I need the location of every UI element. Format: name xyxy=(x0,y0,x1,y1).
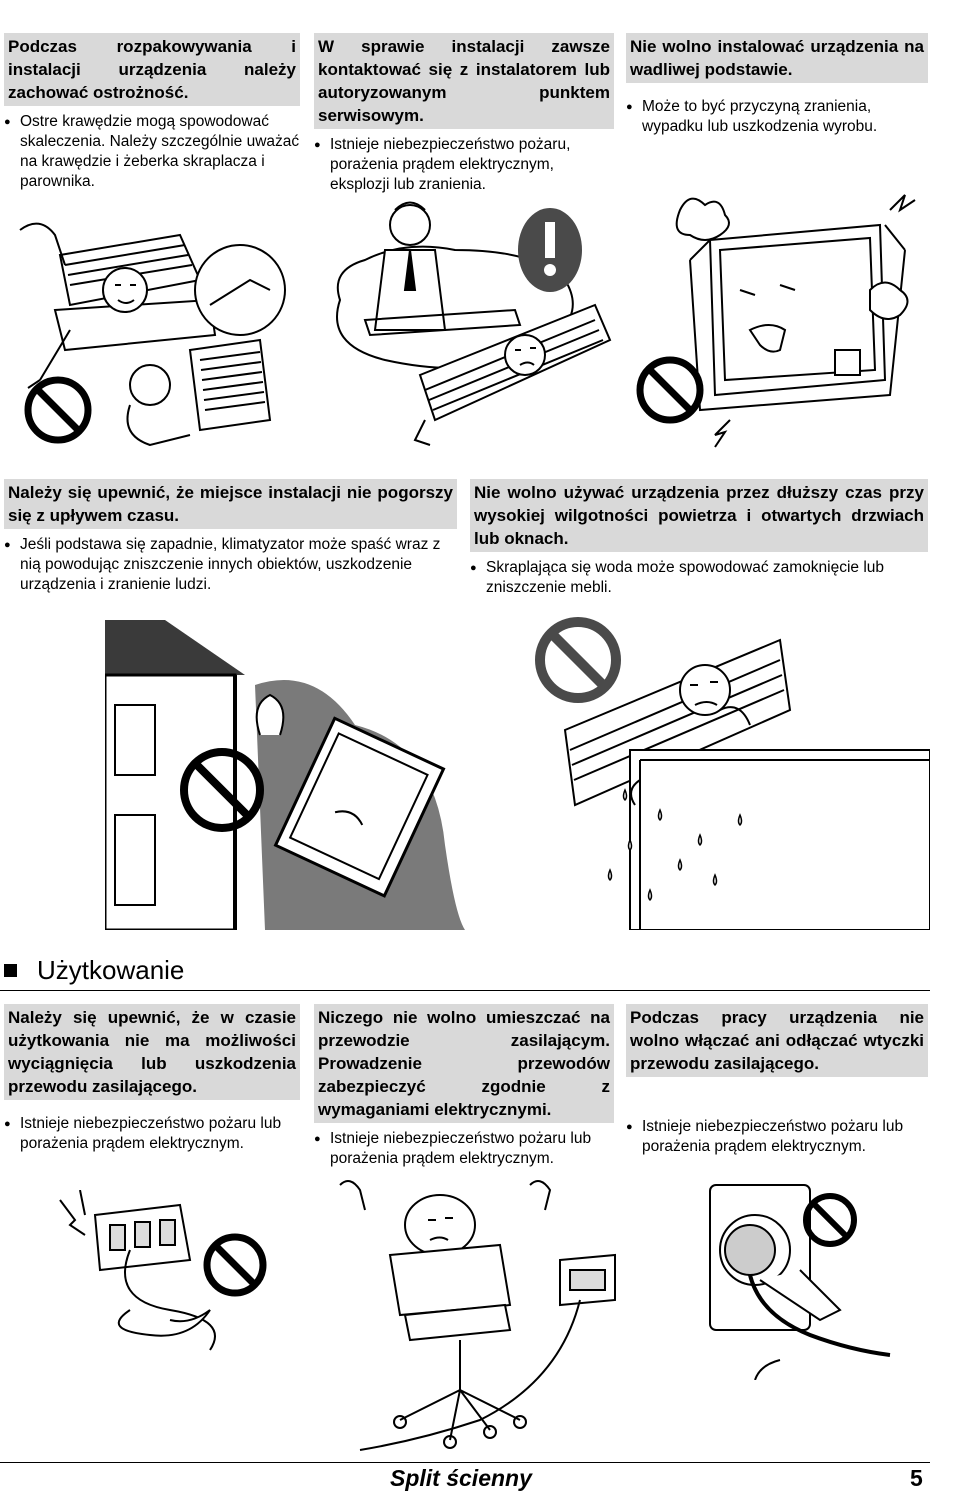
bullet-dot-icon: ● xyxy=(4,116,11,128)
warning-installation-site: Należy się upewnić, że miejsce instalacj… xyxy=(4,479,457,595)
footer-divider xyxy=(0,1462,930,1463)
page-number: 5 xyxy=(910,1465,923,1491)
illustration-faulty-base xyxy=(636,194,916,448)
prohibition-icon xyxy=(203,1233,267,1297)
section-title: Użytkowanie xyxy=(4,955,184,986)
warning-heading: Należy się upewnić, że miejsce instalacj… xyxy=(4,479,457,529)
illustration-plug-handling xyxy=(709,1184,891,1380)
warning-bullet-text: Istnieje niebezpieczeństwo pożaru lub po… xyxy=(642,1118,904,1155)
square-bullet-icon xyxy=(4,963,17,977)
warning-heading: Nie wolno używać urządzenia przez dłuższ… xyxy=(470,479,928,552)
illustration-service-technician xyxy=(336,201,612,446)
illustration-sharp-edges xyxy=(19,222,286,447)
warning-heading: W sprawie instalacji zawsze kontaktować … xyxy=(314,33,614,129)
illustration-pulled-cord xyxy=(59,1190,267,1351)
bullet-dot-icon: ● xyxy=(470,562,477,574)
warning-bullet-text: Skraplająca się woda może spowodować zam… xyxy=(486,559,885,596)
footer-title: Split ścienny xyxy=(390,1465,532,1491)
illustration-falling-unit xyxy=(105,615,465,930)
illustration-condensation xyxy=(535,617,930,930)
warning-bullet-text: Istnieje niebezpieczeństwo pożaru lub po… xyxy=(20,1115,282,1152)
warning-humidity: Nie wolno używać urządzenia przez dłuższ… xyxy=(470,479,928,598)
warning-heading: Niczego nie wolno umieszczać na przewodz… xyxy=(314,1004,614,1123)
section-divider xyxy=(0,990,930,991)
warning-bullet-text: Może to być przyczyną zranienia, wypadku… xyxy=(642,98,878,135)
warning-bullet-text: Istnieje niebezpieczeństwo pożaru, poraż… xyxy=(330,136,571,193)
warning-unpacking: Podczas rozpakowywania i instalacji urzą… xyxy=(4,33,300,192)
warning-plug-during-operation: Podczas pracy urządzenia nie wolno włącz… xyxy=(626,1004,928,1157)
prohibition-icon xyxy=(24,376,92,444)
warning-bullet-text: Istnieje niebezpieczeństwo pożaru lub po… xyxy=(330,1130,592,1167)
bullet-dot-icon: ● xyxy=(314,1133,321,1145)
warning-heading: Podczas pracy urządzenia nie wolno włącz… xyxy=(626,1004,928,1077)
warning-faulty-base: Nie wolno instalować urządzenia na wadli… xyxy=(626,33,928,137)
warning-bullet-text: Ostre krawędzie mogą spowodować skalecze… xyxy=(20,113,300,190)
warning-power-cord-damage: Należy się upewnić, że w czasie użytkowa… xyxy=(4,1004,300,1154)
exclamation-icon xyxy=(518,208,582,292)
warning-heading: Należy się upewnić, że w czasie użytkowa… xyxy=(4,1004,300,1100)
prohibition-icon xyxy=(636,356,704,424)
prohibition-icon xyxy=(180,748,264,832)
prohibition-icon xyxy=(803,1193,857,1247)
warning-bullet-text: Jeśli podstawa się zapadnie, klimatyzato… xyxy=(20,536,441,593)
warning-heading: Nie wolno instalować urządzenia na wadli… xyxy=(626,33,928,83)
warning-installation-service: W sprawie instalacji zawsze kontaktować … xyxy=(314,33,614,195)
bullet-dot-icon: ● xyxy=(626,1121,633,1133)
illustration-chair-on-cord xyxy=(339,1180,616,1451)
bullet-dot-icon: ● xyxy=(626,101,633,113)
bullet-dot-icon: ● xyxy=(314,139,321,151)
bullet-dot-icon: ● xyxy=(4,539,11,551)
bullet-dot-icon: ● xyxy=(4,1118,11,1130)
warning-nothing-on-cord: Niczego nie wolno umieszczać na przewodz… xyxy=(314,1004,614,1169)
warning-heading: Podczas rozpakowywania i instalacji urzą… xyxy=(4,33,300,106)
prohibition-icon xyxy=(535,617,621,703)
